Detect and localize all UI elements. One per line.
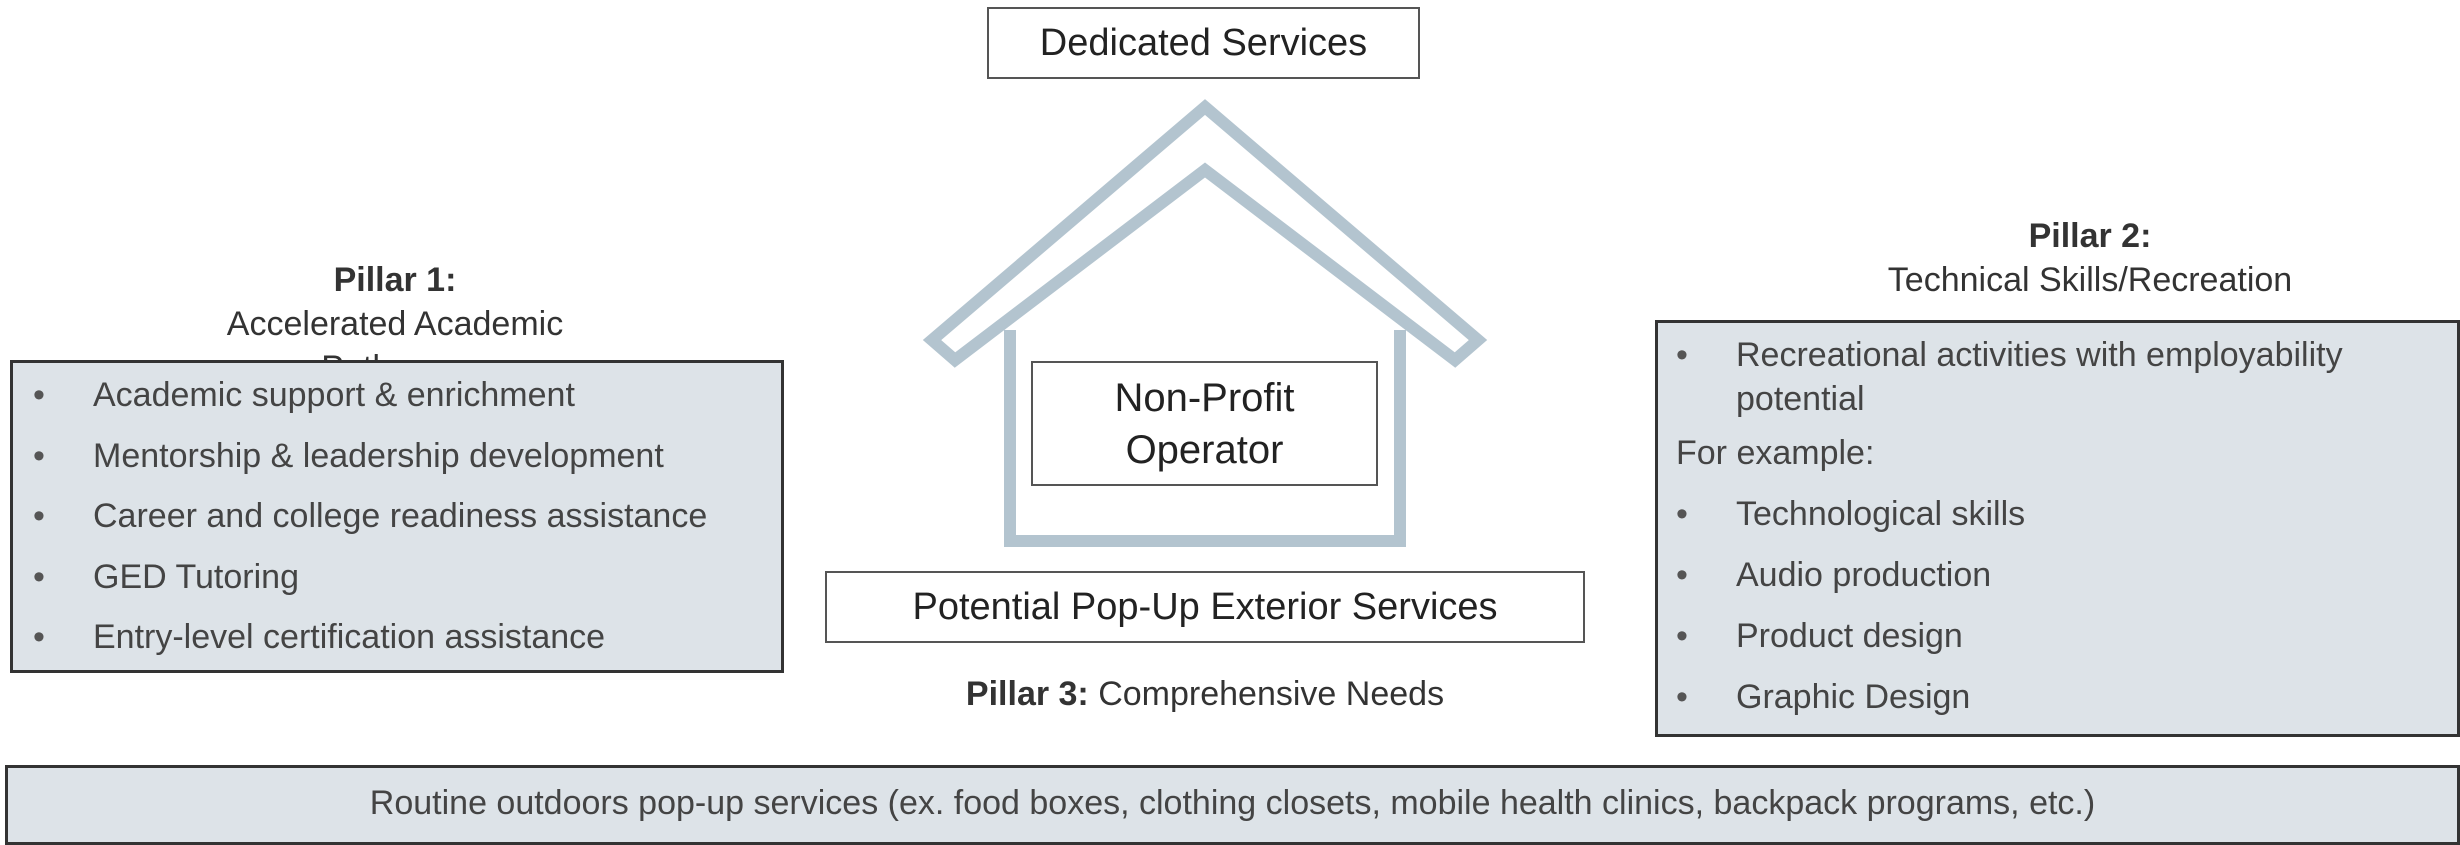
list-item: •Graphic Design [1676,675,2437,719]
bullet-icon: • [1676,617,1688,655]
list-item: •Entry-level certification assistance [33,615,781,676]
bullet-icon: • [33,436,45,475]
list-item: •Career and college readiness assistance [33,494,781,555]
pillar3-label: Pillar 3: [965,675,1089,713]
list-item: •Technological skills [1676,492,2437,536]
bullet-icon: • [33,376,45,414]
pillar2-list: •Technological skills •Audio production … [1676,492,2437,719]
pillar2-label: Pillar 2: [2028,217,2152,255]
list-item: •Mentorship & leadership development [33,434,781,495]
bullet-icon: • [33,557,45,596]
pillar2-heading: Pillar 2: Technical Skills/Recreation [1830,214,2350,302]
pillar1-label: Pillar 1: [333,261,457,299]
dedicated-services-box: Dedicated Services [987,7,1420,79]
bullet-icon: • [1676,495,1688,533]
pillar2-title: Technical Skills/Recreation [1887,261,2293,299]
house-walls [1004,330,1406,547]
bullet-icon: • [33,618,45,656]
routine-services-text: Routine outdoors pop-up services (ex. fo… [369,784,2096,822]
pillar2-panel: •Recreational activities with employabil… [1655,320,2460,737]
pillar1-panel: •Academic support & enrichment •Mentorsh… [10,360,784,673]
routine-services-bar: Routine outdoors pop-up services (ex. fo… [5,765,2460,845]
bullet-icon: • [1676,678,1688,716]
bullet-icon: • [33,497,45,535]
popup-services-box: Potential Pop-Up Exterior Services [825,571,1585,643]
pillar2-note: For example: [1676,434,1875,472]
pillar1-list: •Academic support & enrichment •Mentorsh… [13,363,781,676]
bullet-icon: • [1676,556,1688,594]
list-item: •GED Tutoring [33,555,781,616]
pillar3-text: Comprehensive Needs [1098,675,1445,713]
pillar2-intro-list: •Recreational activities with employabil… [1676,333,2437,421]
list-item: •Academic support & enrichment [33,373,781,434]
list-item: •Recreational activities with employabil… [1676,333,2437,421]
pillar3-caption: Pillar 3: Comprehensive Needs [825,675,1585,714]
operator-label-line2: Operator [1125,427,1284,472]
bullet-icon: • [1676,336,1688,374]
house-roof [922,99,1488,368]
dedicated-services-label: Dedicated Services [1039,21,1368,64]
popup-services-label: Potential Pop-Up Exterior Services [912,585,1498,628]
list-item: •Product design [1676,614,2437,658]
non-profit-operator-box: Non-Profit Operator [1031,361,1378,486]
operator-label-line1: Non-Profit [1114,375,1295,420]
list-item: •Audio production [1676,553,2437,597]
